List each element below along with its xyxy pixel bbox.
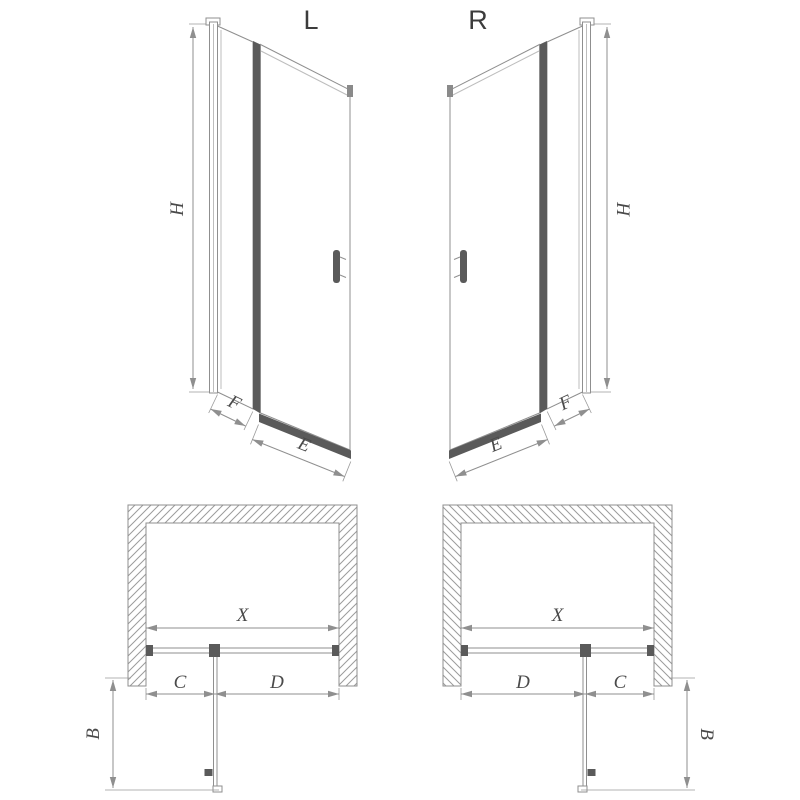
dim-label-b-left: B (83, 728, 104, 740)
dim-label-c-left: C (174, 672, 187, 693)
dim-label-x-left: X (236, 605, 250, 626)
dim-label-c-right: C (614, 672, 627, 693)
plan-view-left (105, 505, 357, 792)
dim-label-d-right: D (515, 672, 530, 693)
variant-label-right: R (468, 5, 488, 35)
plan-view-right (443, 505, 695, 792)
variant-label-left: L (303, 5, 318, 35)
dim-label-x-right: X (551, 605, 565, 626)
front-view-right (447, 18, 611, 481)
dim-label-h-right: H (612, 201, 633, 217)
dim-label-h-left: H (167, 201, 188, 217)
dim-label-d-left: D (269, 672, 284, 693)
front-view-left (189, 18, 353, 481)
dim-label-b-right: B (696, 728, 717, 740)
